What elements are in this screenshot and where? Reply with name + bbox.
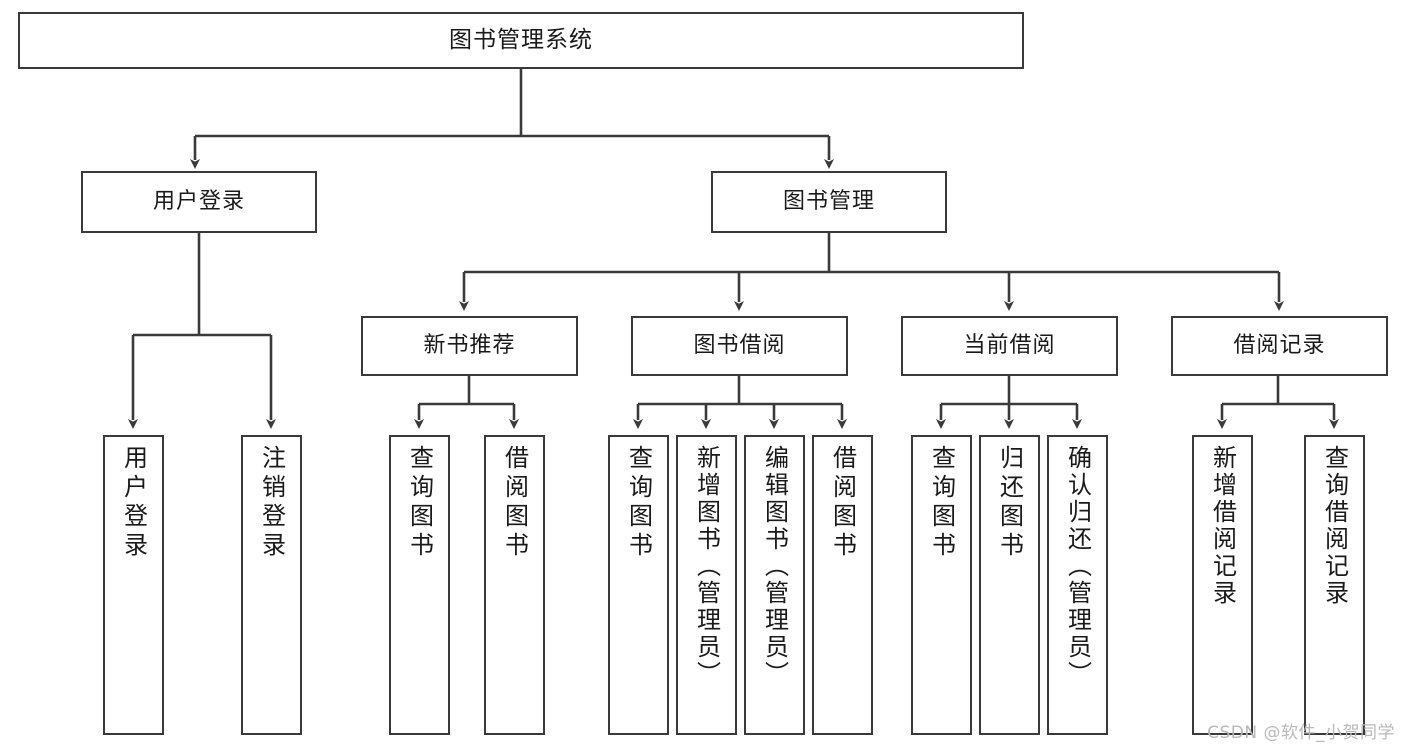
- node-leaf-borrow-book-1-label: 借阅图书: [500, 445, 529, 561]
- node-leaf-edit-book-label: 编辑图书（管理员）: [760, 445, 789, 688]
- node-leaf-user-login[interactable]: 用户登录: [103, 435, 164, 735]
- node-leaf-add-book-label: 新增图书（管理员）: [692, 445, 721, 688]
- node-new-book-recommend-label: 新书推荐: [423, 332, 516, 358]
- node-book-manage-label: 图书管理: [782, 188, 875, 214]
- node-leaf-add-book[interactable]: 新增图书（管理员）: [676, 435, 737, 735]
- node-leaf-query-book-2-label: 查询图书: [624, 445, 653, 561]
- node-borrow-record-label: 借阅记录: [1233, 332, 1326, 358]
- node-leaf-add-record-label: 新增借阅记录: [1208, 445, 1237, 607]
- node-leaf-add-record[interactable]: 新增借阅记录: [1192, 435, 1253, 735]
- node-user-login-label: 用户登录: [152, 188, 245, 214]
- node-leaf-query-record-label: 查询借阅记录: [1320, 445, 1349, 607]
- node-leaf-borrow-book-1[interactable]: 借阅图书: [484, 435, 545, 735]
- node-leaf-return-book[interactable]: 归还图书: [979, 435, 1040, 735]
- node-leaf-edit-book[interactable]: 编辑图书（管理员）: [744, 435, 805, 735]
- node-user-login[interactable]: 用户登录: [81, 171, 317, 233]
- node-leaf-query-book-1-label: 查询图书: [405, 445, 434, 561]
- node-leaf-user-logout-label: 注销登录: [257, 445, 286, 561]
- node-leaf-query-book-3-label: 查询图书: [927, 445, 956, 561]
- node-leaf-borrow-book-2[interactable]: 借阅图书: [812, 435, 873, 735]
- node-leaf-query-book-1[interactable]: 查询图书: [389, 435, 450, 735]
- node-book-manage[interactable]: 图书管理: [711, 171, 947, 233]
- node-current-borrow[interactable]: 当前借阅: [901, 316, 1118, 376]
- node-root[interactable]: 图书管理系统: [18, 12, 1024, 69]
- watermark: CSDN @软件_小贺同学: [1207, 723, 1395, 743]
- node-leaf-borrow-book-2-label: 借阅图书: [828, 445, 857, 561]
- node-leaf-user-login-label: 用户登录: [119, 445, 148, 561]
- node-root-label: 图书管理系统: [449, 27, 593, 54]
- node-leaf-query-book-2[interactable]: 查询图书: [608, 435, 669, 735]
- node-leaf-user-logout[interactable]: 注销登录: [241, 435, 302, 735]
- node-book-borrow-label: 图书借阅: [693, 332, 786, 358]
- node-book-borrow[interactable]: 图书借阅: [631, 316, 848, 376]
- node-leaf-confirm-return[interactable]: 确认归还（管理员）: [1047, 435, 1108, 735]
- node-borrow-record[interactable]: 借阅记录: [1171, 316, 1388, 376]
- node-leaf-query-record[interactable]: 查询借阅记录: [1304, 435, 1365, 735]
- node-leaf-confirm-return-label: 确认归还（管理员）: [1063, 445, 1092, 688]
- node-leaf-query-book-3[interactable]: 查询图书: [911, 435, 972, 735]
- node-current-borrow-label: 当前借阅: [963, 332, 1056, 358]
- node-leaf-return-book-label: 归还图书: [995, 445, 1024, 561]
- node-new-book-recommend[interactable]: 新书推荐: [361, 316, 578, 376]
